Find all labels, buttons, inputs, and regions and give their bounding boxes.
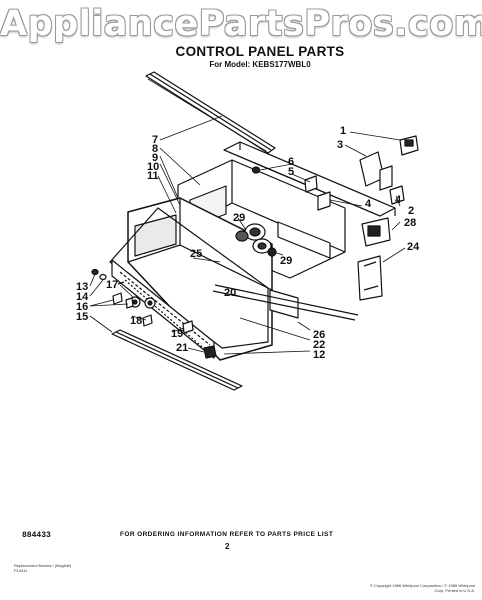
callout-4a: 4 [365, 198, 372, 210]
rotary-switch-29 [235, 230, 277, 257]
callout-7: 7 [152, 134, 159, 146]
diagram-title: CONTROL PANEL PARTS [175, 44, 345, 59]
callout-25: 25 [190, 248, 203, 260]
bracket-4 [317, 185, 405, 211]
callout-15: 15 [76, 311, 89, 323]
callout-10: 10 [147, 161, 160, 173]
callout-18: 18 [130, 315, 143, 327]
callout-29a: 29 [233, 212, 246, 224]
fine-print-left: Replacement Models / (Illegible) P10411 [14, 563, 72, 573]
knobs-and-clips [91, 268, 217, 359]
relay-28 [361, 217, 391, 247]
callout-5: 5 [288, 166, 295, 178]
callout-13: 13 [76, 281, 89, 293]
callout-4b: 4 [395, 194, 402, 206]
trim-strip-bottom [111, 329, 243, 391]
callout-12: 12 [313, 349, 326, 361]
screws-5-6 [251, 166, 318, 193]
callout-29b: 29 [280, 255, 293, 267]
ordering-info: FOR ORDERING INFORMATION REFER TO PARTS … [120, 531, 334, 538]
callout-20: 20 [224, 287, 237, 299]
callout-28: 28 [404, 217, 417, 229]
page-number: 2 [225, 542, 230, 551]
bracket-24 [357, 255, 383, 301]
callout-24: 24 [407, 241, 420, 253]
model-line: For Model: KEBS177WBL0 [209, 60, 311, 69]
callout-17: 17 [106, 279, 119, 291]
callout-9: 9 [152, 152, 159, 164]
fine-print-right: © Copyright 1986 Whirlpool Corporation /… [369, 583, 475, 593]
callout-22: 22 [313, 339, 326, 351]
bottom-support-bar [212, 284, 359, 321]
callout-26: 26 [313, 329, 326, 341]
callout-6: 6 [288, 156, 295, 168]
callout-19: 19 [171, 328, 184, 340]
callout-16: 16 [76, 301, 89, 313]
callout-14: 14 [76, 291, 89, 303]
callout-21: 21 [176, 342, 189, 354]
callout-3: 3 [337, 139, 344, 151]
callout-1: 1 [340, 125, 347, 137]
control-panel-bezel [109, 197, 299, 361]
callout-8: 8 [152, 143, 159, 155]
trim-strip-top [145, 71, 276, 154]
leader-lines [89, 115, 406, 355]
switch-assembly-top [359, 135, 419, 191]
callout-2: 2 [408, 205, 415, 217]
part-number: 884433 [22, 531, 51, 540]
watermark: AppliancePartsPros.com [0, 4, 482, 44]
callout-11: 11 [147, 170, 159, 182]
